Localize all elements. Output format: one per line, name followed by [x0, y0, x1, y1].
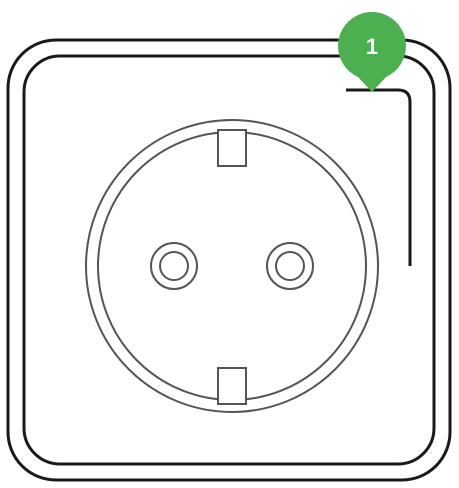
right-pin-hole	[266, 242, 314, 290]
socket-outer-ring	[85, 119, 379, 413]
marker-pin-icon	[338, 12, 406, 92]
top-ground-notch	[217, 129, 247, 167]
socket-face	[85, 119, 379, 413]
left-pin-hole	[150, 242, 198, 290]
indicator-line	[346, 88, 412, 266]
bottom-ground-notch	[217, 367, 247, 405]
socket-inner-ring	[97, 131, 367, 401]
plate-outer-border	[6, 38, 452, 482]
plate-inner-border	[22, 54, 436, 466]
callout-marker: 1	[338, 12, 406, 92]
marker-number: 1	[366, 34, 378, 59]
